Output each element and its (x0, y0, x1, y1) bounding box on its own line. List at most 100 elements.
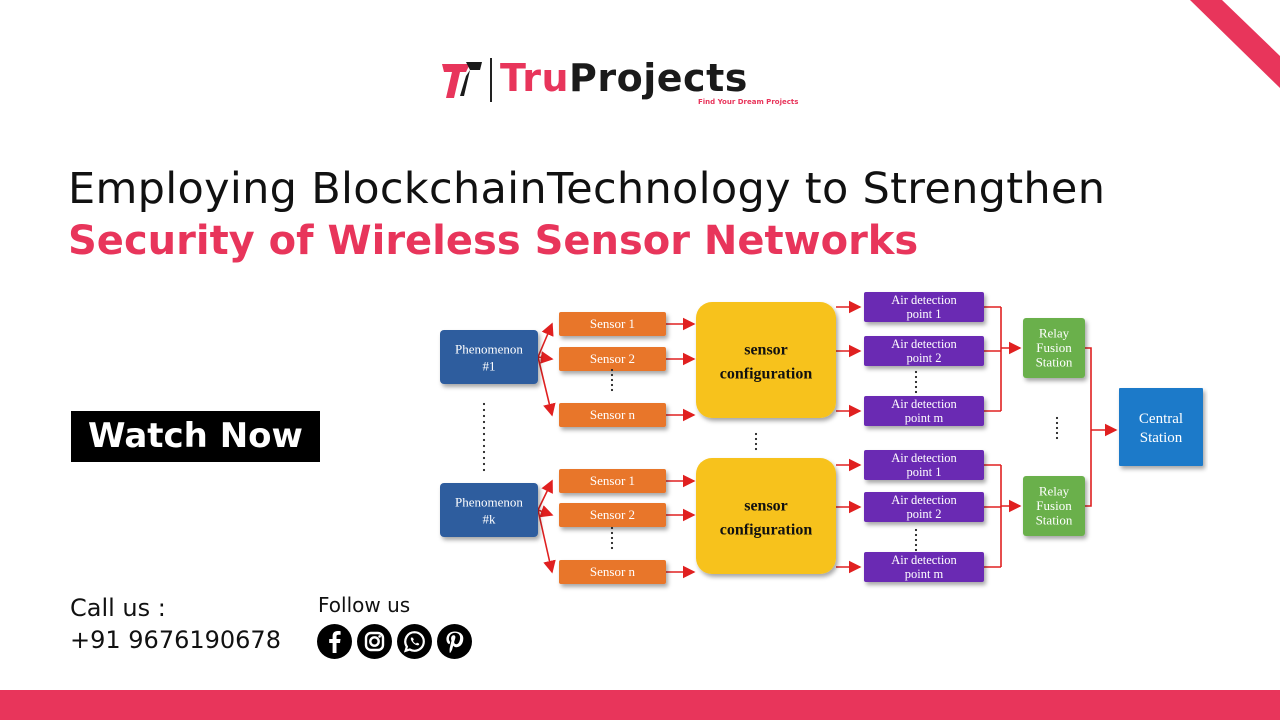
whatsapp-icon[interactable] (397, 624, 432, 659)
phenomenon-box-1: Phenomenon#1 (440, 330, 538, 384)
logo-t-icon (440, 56, 486, 102)
air-dots (914, 380, 918, 384)
config-box-2-label: configuration (720, 522, 813, 539)
flow-arrow (537, 479, 553, 511)
sensor-box-1-3-label: Sensor n (590, 407, 636, 422)
phenomenon-dots (482, 402, 486, 406)
sensor-box-2-1-label: Sensor 1 (590, 473, 635, 488)
brand-logo: TruProjects Find Your Dream Projects (440, 56, 798, 108)
phenomenon-dots (482, 438, 486, 442)
sensor-dots (610, 536, 614, 540)
relay-dots (1055, 426, 1059, 430)
flow-arrow (1085, 430, 1092, 507)
relay-station-box-1-label: Relay (1039, 326, 1070, 341)
relay-station-box-1-label: Station (1036, 355, 1073, 370)
flow-arrow (537, 505, 554, 518)
phenomenon-dots (482, 414, 486, 418)
air-point-box-2-2-label: Air detection (891, 493, 957, 507)
central-station-box-label: Station (1140, 430, 1183, 446)
air-point-box-1-2-label: point 2 (906, 351, 941, 365)
brand-name-part1: Tru (500, 56, 570, 100)
air-point-box-2-2-label: point 2 (906, 507, 941, 521)
sensor-box-2-3-label: Sensor n (590, 564, 636, 579)
bottom-accent-bar (0, 690, 1280, 720)
sensor-box-2-2-label: Sensor 2 (590, 507, 635, 522)
relay-dots (1055, 416, 1059, 420)
air-point-box-1-3-label: Air detection (891, 397, 957, 411)
instagram-icon[interactable] (357, 624, 392, 659)
sensor-box-2-1: Sensor 1 (559, 469, 666, 493)
sensor-box-1-1: Sensor 1 (559, 312, 666, 336)
sensor-dots (610, 373, 614, 377)
relay-station-box-2-label: Relay (1039, 484, 1070, 499)
phenomenon-dots (482, 420, 486, 424)
flow-arrow (537, 509, 556, 574)
phenomenon-dots (482, 408, 486, 412)
phenomenon-dots (482, 426, 486, 430)
relay-station-box-2-label: Station (1036, 513, 1073, 528)
phenomenon-box-1-label: #1 (483, 358, 496, 373)
phenomenon-dots (482, 432, 486, 436)
air-point-box-2-3-label: Air detection (891, 553, 957, 567)
air-point-box-2-1-label: point 1 (906, 465, 941, 479)
relay-dots (1055, 421, 1059, 425)
follow-us-label: Follow us (318, 593, 411, 617)
phenomenon-dots (482, 456, 486, 460)
headline-line1: Employing BlockchainTechnology to Streng… (68, 164, 1106, 214)
sensor-box-1-2-label: Sensor 2 (590, 351, 635, 366)
corner-accent-inner (1222, 0, 1280, 56)
sensor-dots (610, 388, 614, 392)
phone-number: +91 9676190678 (70, 626, 281, 654)
flow-arrow (537, 322, 554, 358)
sensor-box-1-1-label: Sensor 1 (590, 316, 635, 331)
config-dots (754, 442, 758, 446)
air-point-box-1-2-label: Air detection (891, 337, 957, 351)
watch-now-button[interactable]: Watch Now (71, 411, 320, 462)
sensor-box-1-3: Sensor n (559, 403, 666, 427)
air-dots (914, 538, 918, 542)
brand-name-part2: Projects (569, 56, 748, 100)
air-dots (914, 370, 918, 374)
phenomenon-dots (482, 450, 486, 454)
sensor-dots (610, 526, 614, 530)
air-point-box-1-3-label: point m (905, 411, 944, 425)
config-box-2-label: sensor (744, 498, 788, 515)
air-dots (914, 548, 918, 552)
config-dots (754, 437, 758, 441)
phenomenon-box-2: Phenomenon#k (440, 483, 538, 537)
air-point-box-2-1-label: Air detection (891, 451, 957, 465)
config-box-1-label: configuration (720, 366, 813, 383)
air-dots (914, 385, 918, 389)
pinterest-icon[interactable] (437, 624, 472, 659)
sensor-dots (610, 383, 614, 387)
sensor-dots (610, 546, 614, 550)
config-dots (754, 432, 758, 436)
relay-station-box-2-label: Fusion (1036, 498, 1072, 513)
brand-tagline: Find Your Dream Projects (698, 98, 799, 106)
relay-station-box-1-label: Fusion (1036, 340, 1072, 355)
config-box-2: sensor configuration (696, 458, 836, 574)
phenomenon-dots (482, 444, 486, 448)
sensor-dots (610, 531, 614, 535)
flow-arrow (537, 356, 556, 417)
facebook-icon[interactable] (317, 624, 352, 659)
phenomenon-box-2-label: Phenomenon (455, 494, 523, 509)
headline-line2: Security of Wireless Sensor Networks (68, 218, 919, 264)
brand-name: TruProjects (500, 56, 748, 100)
call-us-label: Call us : (70, 594, 166, 622)
phenomenon-dots (482, 462, 486, 466)
sensor-dots (610, 368, 614, 372)
sensor-box-2-3: Sensor n (559, 560, 666, 584)
config-box-1: sensor configuration (696, 302, 836, 418)
air-dots (914, 533, 918, 537)
relay-dots (1055, 431, 1059, 435)
sensor-dots (610, 378, 614, 382)
config-box-1-label: sensor (744, 342, 788, 359)
config-dots (754, 447, 758, 451)
phenomenon-dots (482, 468, 486, 472)
